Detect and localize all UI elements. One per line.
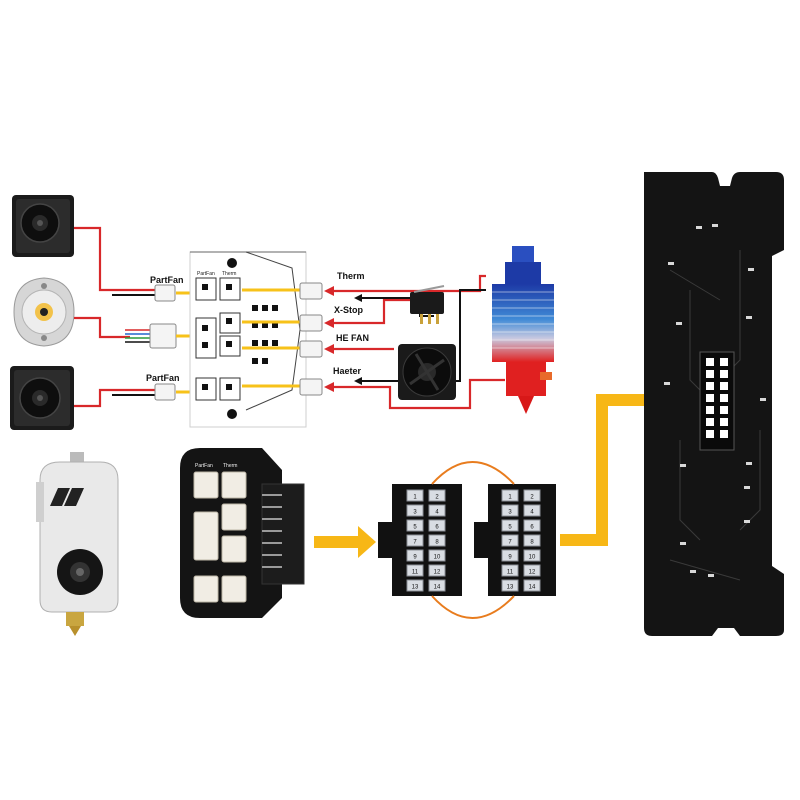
connector-pin-label: 7 (508, 540, 512, 546)
connector-pin (406, 504, 424, 517)
connector-pin (523, 504, 541, 517)
mainboard-pcb (644, 172, 784, 636)
adapter-pcb: PartFan Therm (180, 448, 305, 618)
connector-pin (428, 519, 446, 532)
connector-pin-label: 4 (530, 510, 534, 516)
connector-pin (523, 579, 541, 592)
label-partfan-bottom: PartFan (146, 373, 180, 383)
connector-pin-label: 3 (413, 510, 417, 516)
connector-pin-label: 6 (435, 525, 439, 531)
connector-pin (523, 519, 541, 532)
label-heater: Haeter (333, 366, 362, 376)
connector-pin (428, 579, 446, 592)
partfan-plug-bottom (154, 383, 176, 401)
label-therm: Therm (337, 271, 365, 281)
left-ground-wires (112, 294, 155, 396)
motor-plug (149, 323, 177, 349)
connector-pin (523, 489, 541, 502)
connector-pin (501, 504, 519, 517)
label-hefan: HE FAN (336, 333, 369, 343)
pcb-header-therm: Therm (223, 463, 237, 469)
connector-pin-label: 2 (435, 495, 439, 501)
left-wires (74, 226, 155, 408)
black-wire-arrows (354, 294, 362, 385)
label-xstop: X-Stop (334, 305, 363, 315)
connector-pin-label: 11 (412, 570, 419, 576)
motor-cable (125, 329, 150, 343)
board-header-partfan: PartFan (197, 271, 215, 277)
toolhead-icon (36, 452, 119, 636)
hotend-icon (492, 246, 554, 414)
connector-pin-label: 14 (434, 585, 441, 591)
connector-pin (406, 534, 424, 547)
connector-pin-label: 14 (529, 585, 536, 591)
connector-pin-label: 8 (435, 540, 439, 546)
axial-fan-icon (398, 344, 456, 400)
connector-pin (523, 549, 541, 562)
arrow-to-connectors (314, 526, 376, 558)
connector-pin-label: 10 (434, 555, 441, 561)
connector-pin-label: 4 (435, 510, 439, 516)
stepper-motor-icon (13, 277, 75, 347)
connector-pin (428, 564, 446, 577)
connector-pin (406, 519, 424, 532)
connector-pin-label: 12 (529, 570, 536, 576)
connector-pin (501, 579, 519, 592)
label-partfan-top: PartFan (150, 275, 184, 285)
blower-fan-icon (12, 195, 74, 257)
connector-pin (406, 549, 424, 562)
connector-pin-label: 13 (507, 585, 514, 591)
connector-pin (406, 579, 424, 592)
right-plugs (299, 282, 323, 396)
right-wires (330, 274, 505, 410)
connector-pin (523, 564, 541, 577)
connector-pin-label: 1 (508, 495, 512, 501)
connector-pin-label: 9 (413, 555, 417, 561)
connector-pin-label: 5 (413, 525, 417, 531)
connector-pin (428, 549, 446, 562)
connector-pin-label: 6 (530, 525, 534, 531)
flip-loop (431, 461, 515, 619)
connector-pin-label: 7 (413, 540, 417, 546)
connector-pin (428, 489, 446, 502)
connector-pin (406, 489, 424, 502)
connector-pin-label: 3 (508, 510, 512, 516)
connector-pin (501, 564, 519, 577)
connector-pin-label: 1 (413, 495, 417, 501)
connector-pin-label: 8 (530, 540, 534, 546)
connector-pin (428, 534, 446, 547)
wire-arrows (324, 286, 334, 392)
connector-pin (501, 549, 519, 562)
connector-pin (501, 489, 519, 502)
connector-pin (523, 534, 541, 547)
blower-fan-icon (10, 366, 74, 430)
connector-pin-label: 9 (508, 555, 512, 561)
connector-pin (406, 564, 424, 577)
board-header-therm: Therm (222, 271, 236, 277)
connector-pin-label: 5 (508, 525, 512, 531)
connector-pin-label: 11 (507, 570, 514, 576)
connector-pin-label: 10 (529, 555, 536, 561)
connector-pin (501, 534, 519, 547)
connector-pin-label: 2 (530, 495, 534, 501)
connector-pin-label: 13 (412, 585, 419, 591)
partfan-plug-top (154, 284, 176, 302)
connector-pin (428, 504, 446, 517)
schematic-board: PartFan Therm (189, 251, 307, 428)
connector-pin-label: 12 (434, 570, 441, 576)
endstop-switch-icon (410, 285, 445, 324)
pcb-header-partfan: PartFan (195, 463, 213, 469)
connector-pin (501, 519, 519, 532)
right-yellow-links (242, 288, 300, 388)
